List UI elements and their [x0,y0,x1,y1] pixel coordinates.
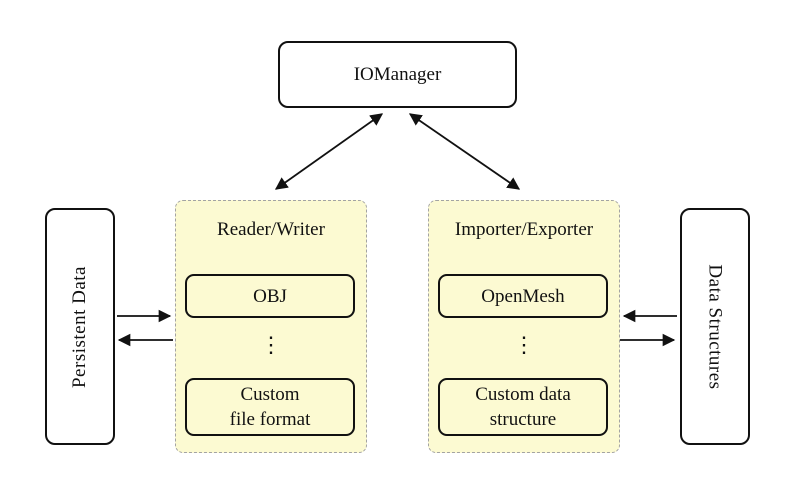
obj-box: OBJ [185,274,355,318]
iomanager-box: IOManager [278,41,517,108]
data-structures-box: Data Structures [680,208,750,445]
importer-exporter-title: Importer/Exporter [454,219,594,240]
custom-file-format-label: Custom file format [229,384,311,430]
edge-iomanager-importerexporter-arrow [408,113,521,190]
obj-label: OBJ [253,285,287,307]
edge-iomanager-readerwriter-arrow [274,113,384,190]
custom-data-structure-box: Custom data structure [438,378,608,436]
reader-writer-title: Reader/Writer [217,219,325,240]
custom-data-structure-label: Custom data structure [475,384,571,430]
custom-file-format-box: Custom file format [185,378,355,436]
persistent-data-label: Persistent Data [69,265,91,388]
reader-writer-ellipsis: ⋮ [260,332,282,357]
iomanager-label: IOManager [353,63,442,85]
importer-exporter-ellipsis: ⋮ [513,332,535,357]
importer-exporter-group: Importer/Exporter OpenMesh ⋮ Custom data… [428,200,620,453]
openmesh-label: OpenMesh [481,285,565,307]
reader-writer-group: Reader/Writer OBJ ⋮ Custom file format [175,200,367,453]
persistent-data-box: Persistent Data [45,208,115,445]
data-structures-label: Data Structures [705,263,726,390]
openmesh-box: OpenMesh [438,274,608,318]
